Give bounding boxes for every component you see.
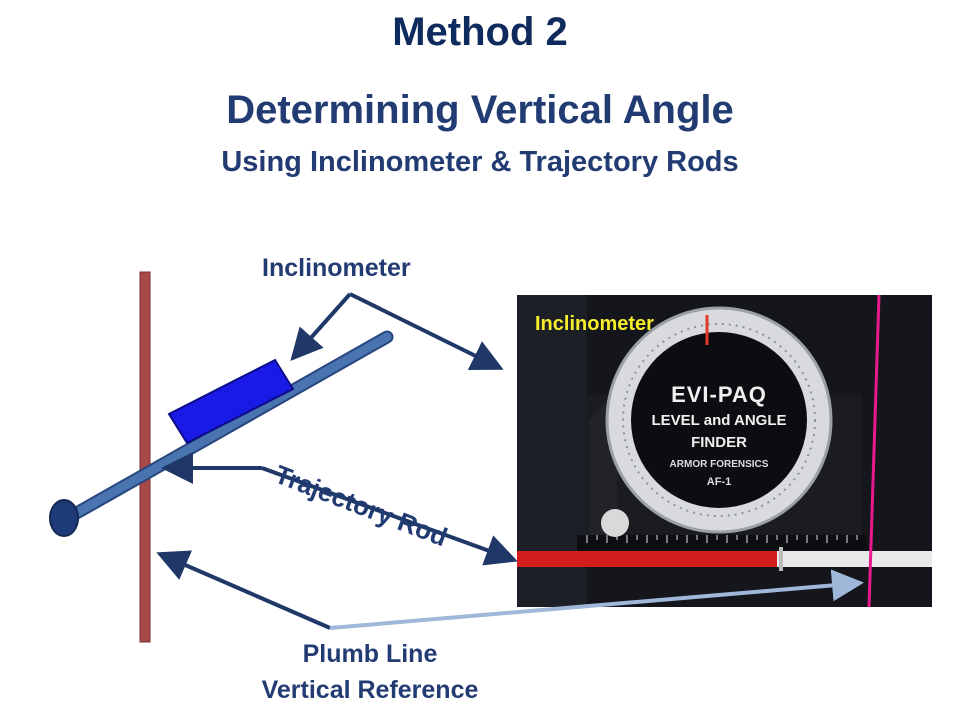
inclinometer-photo: Inclinometer EVI-PAQ LEVEL and ANGLE FIN… xyxy=(517,295,932,607)
arrow-inclinometer-right xyxy=(349,292,504,370)
photo-caption: Inclinometer xyxy=(535,313,654,335)
arrow-inclinometer-left xyxy=(290,292,352,361)
label-plumb-line: Plumb Line xyxy=(302,640,438,668)
device-line-1: LEVEL and ANGLE xyxy=(651,412,787,429)
rod-end-cap xyxy=(49,499,79,537)
inclinometer-block xyxy=(167,358,295,445)
method-title: Method 2 xyxy=(392,10,568,54)
device-maker: ARMOR FORENSICS xyxy=(669,459,769,470)
device-model: AF-1 xyxy=(706,476,732,488)
photo-artwork xyxy=(517,295,932,607)
label-vertical-reference: Vertical Reference xyxy=(261,676,479,704)
arrow-plumb-right xyxy=(329,569,864,630)
trajectory-rod xyxy=(61,332,392,524)
page-title: Determining Vertical Angle xyxy=(226,88,734,132)
device-brand: EVI-PAQ xyxy=(671,382,767,407)
page-subtitle: Using Inclinometer & Trajectory Rods xyxy=(221,146,739,178)
device-line-2: FINDER xyxy=(691,434,747,451)
plumb-line xyxy=(139,271,151,643)
ruler-ticks xyxy=(586,535,858,543)
arrow-plumb-left xyxy=(156,550,331,630)
label-inclinometer: Inclinometer xyxy=(262,254,411,282)
arrow-trajectory-right xyxy=(261,466,518,566)
